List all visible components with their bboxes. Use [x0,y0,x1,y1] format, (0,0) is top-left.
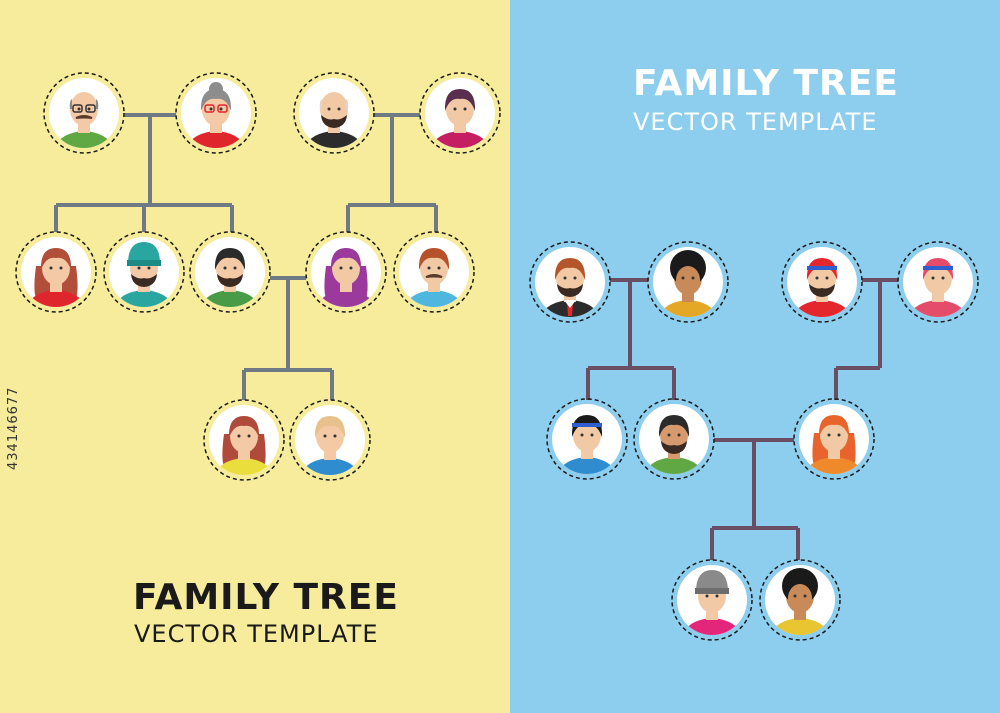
mother-avatar [305,231,387,313]
stock-id-watermark: 434146677 [6,386,21,470]
grandfather2-avatar [781,241,863,323]
mother-avatar [793,398,875,480]
grandmother2-avatar [419,72,501,154]
left-connectors [54,113,438,400]
grandmother-avatar [647,241,729,323]
right-tree-avatars [529,241,979,641]
grandfather2-avatar [293,72,375,154]
son-avatar [759,559,841,641]
right-title: FAMILY TREE [633,63,899,104]
left-title: FAMILY TREE [133,577,399,618]
uncle-avatar [103,231,185,313]
grandmother2-avatar [897,241,979,323]
father-avatar [189,231,271,313]
father-avatar [633,398,715,480]
left-tree-avatars [15,72,501,481]
aunt-avatar [15,231,97,313]
grandfather-avatar [529,241,611,323]
grandfather-avatar [43,72,125,154]
aunt-avatar [546,398,628,480]
daughter-avatar [671,559,753,641]
son-avatar [289,399,371,481]
uncle2-avatar [393,231,475,313]
left-subtitle: VECTOR TEMPLATE [134,620,379,648]
daughter-avatar [203,399,285,481]
right-connectors [586,278,898,560]
right-subtitle: VECTOR TEMPLATE [633,108,878,136]
grandmother-avatar [175,72,257,154]
right-panel [510,0,1000,713]
